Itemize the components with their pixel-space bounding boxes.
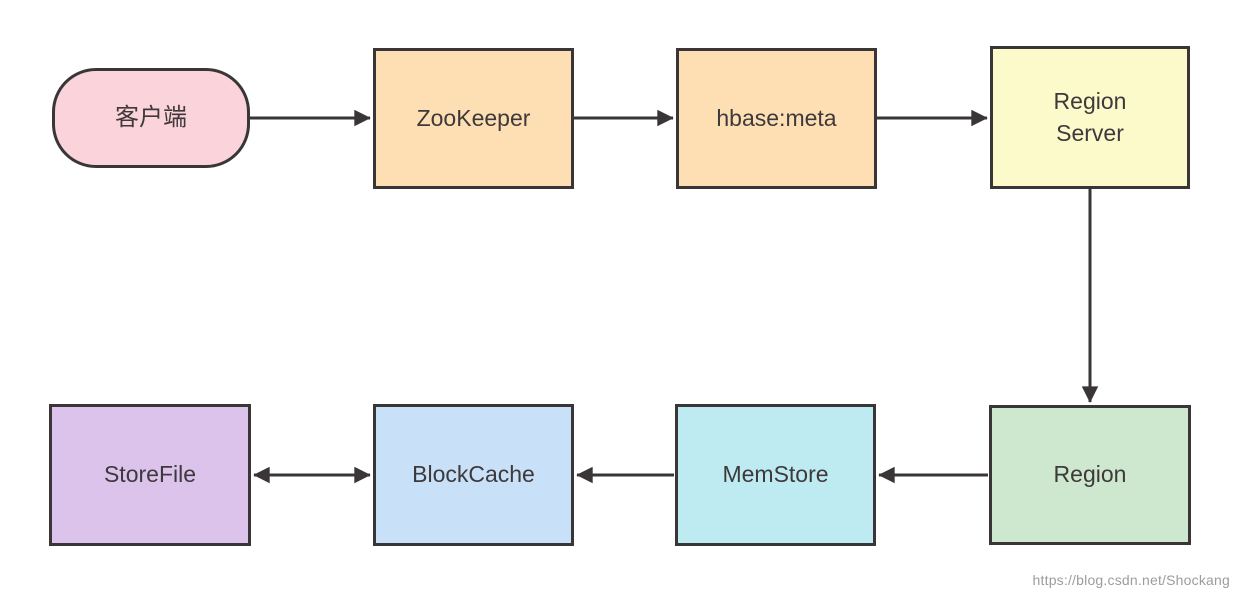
- node-region-server-label: Region Server: [1053, 88, 1127, 146]
- node-hbase-meta: hbase:meta: [676, 48, 877, 189]
- node-client: 客户端: [52, 68, 250, 168]
- node-zookeeper-label: ZooKeeper: [416, 104, 531, 131]
- node-blockcache-label: BlockCache: [412, 461, 535, 488]
- node-client-label: 客户端: [115, 103, 187, 131]
- node-storefile-label: StoreFile: [103, 461, 197, 488]
- node-hbase-meta-label: hbase:meta: [716, 104, 837, 131]
- node-zookeeper: ZooKeeper: [373, 48, 574, 189]
- node-blockcache: BlockCache: [373, 404, 574, 546]
- node-memstore-label: MemStore: [722, 461, 829, 488]
- watermark-url: https://blog.csdn.net/Shockang: [1032, 572, 1230, 588]
- node-region-server: Region Server: [990, 46, 1190, 189]
- node-region: Region: [989, 405, 1191, 545]
- node-memstore: MemStore: [675, 404, 876, 546]
- node-storefile: StoreFile: [49, 404, 251, 546]
- node-region-label: Region: [1053, 461, 1127, 488]
